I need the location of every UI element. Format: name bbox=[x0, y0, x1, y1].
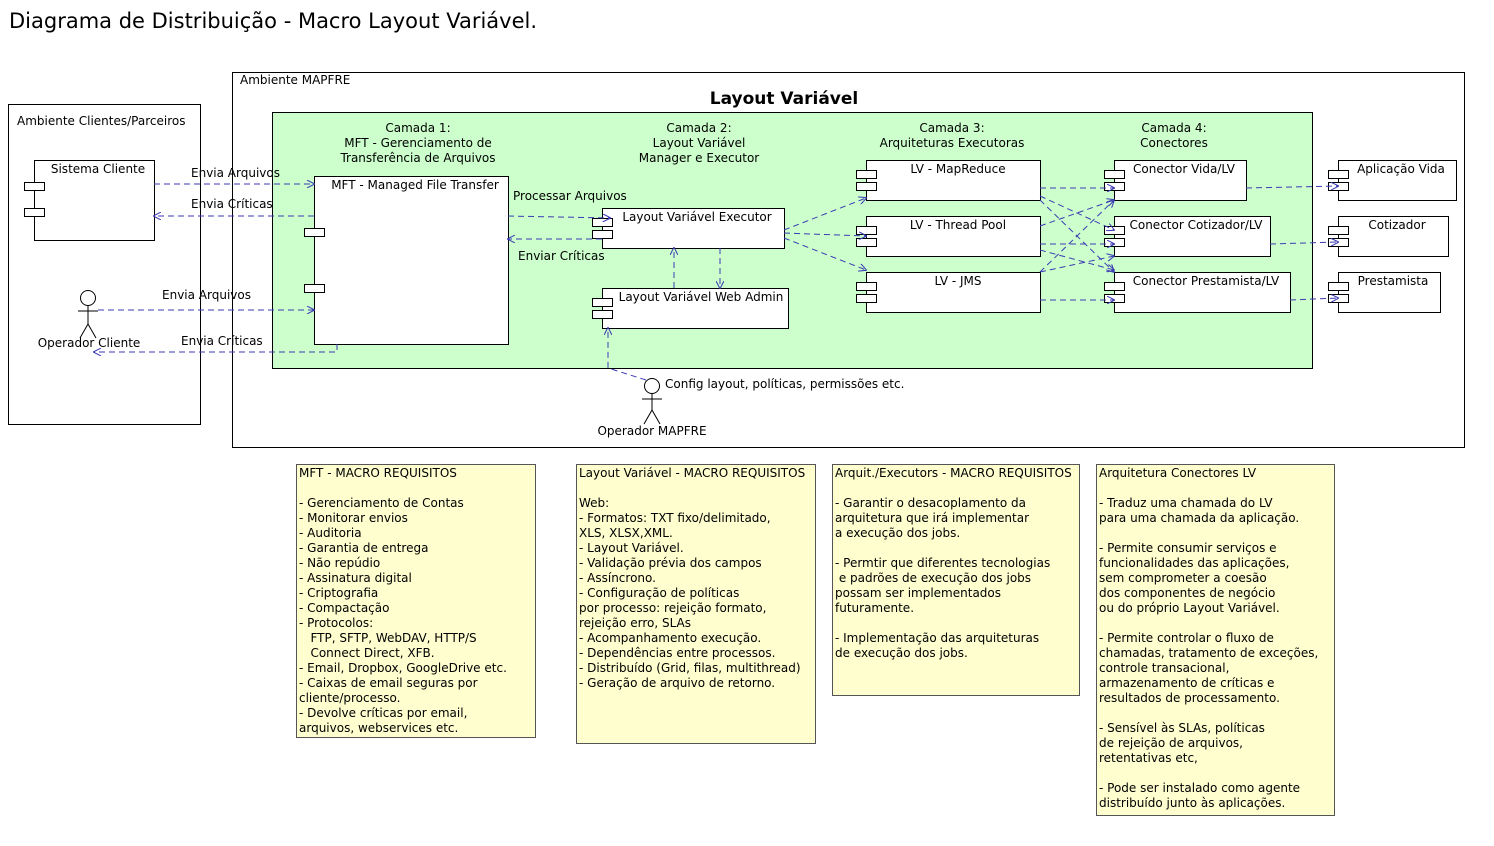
component-sistema-cliente bbox=[24, 160, 155, 241]
component-lv-jms bbox=[856, 272, 1041, 313]
prestamista-label: Prestamista bbox=[1357, 274, 1429, 288]
edge-label-envia-criticas-1: Envia Críticas bbox=[191, 197, 273, 211]
env-clientes-frame bbox=[8, 104, 201, 425]
page-title: Diagrama de Distribuição - Macro Layout … bbox=[9, 9, 538, 33]
edge-executor-to-mapreduce bbox=[783, 198, 866, 231]
aplicacao-vida-label: Aplicação Vida bbox=[1357, 162, 1445, 176]
conector-vida-label: Conector Vida/LV bbox=[1133, 162, 1235, 176]
sistema-cliente-label: Sistema Cliente bbox=[50, 162, 146, 176]
edge-vida-to-aplicacao bbox=[1245, 186, 1338, 188]
edge-label-envia-arquivos-1: Envia Arquivos bbox=[191, 166, 280, 180]
lv-threadpool-label: LV - Thread Pool bbox=[909, 218, 1007, 232]
note-lv-requisitos: Layout Variável - MACRO REQUISITOS Web:-… bbox=[576, 464, 816, 744]
edge-threadpool-to-prestamista bbox=[1039, 249, 1114, 270]
operador-mapfre-label: Operador MAPFRE bbox=[597, 424, 707, 438]
edge-mft-to-operador bbox=[94, 344, 338, 352]
edge-cotizador-to-app bbox=[1269, 242, 1338, 244]
note-arquit-executors: Arquit./Executors - MACRO REQUISITOS - G… bbox=[832, 464, 1080, 696]
edge-jms-to-cotizador bbox=[1039, 256, 1114, 273]
note-mft-requisitos: MFT - MACRO REQUISITOS - Gerenciamento d… bbox=[296, 464, 536, 738]
component-conector-prestamista bbox=[1104, 272, 1291, 313]
edges bbox=[94, 184, 1338, 381]
lv-mapreduce-label: LV - MapReduce bbox=[910, 162, 1006, 176]
edge-label-envia-arquivos-2: Envia Arquivos bbox=[162, 288, 251, 302]
conector-prestamista-label: Conector Prestamista/LV bbox=[1132, 274, 1280, 288]
component-mft bbox=[304, 176, 509, 345]
component-prestamista bbox=[1328, 272, 1441, 313]
edge-label-processar-arquivos: Processar Arquivos bbox=[513, 189, 627, 203]
component-aplicacao-vida bbox=[1328, 160, 1457, 201]
edge-mft-to-executor bbox=[507, 216, 610, 218]
edge-operador-mapfre-to-admin bbox=[608, 328, 647, 381]
layer-3-heading: Camada 3:Arquiteturas Executoras bbox=[879, 121, 1025, 150]
operador-cliente-label: Operador Cliente bbox=[37, 336, 141, 350]
edge-threadpool-to-vida bbox=[1039, 200, 1114, 227]
component-lv-web-admin bbox=[592, 288, 789, 329]
lv-web-admin-label: Layout Variável Web Admin bbox=[618, 290, 784, 304]
edge-label-envia-criticas-2: Envia Críticas bbox=[181, 334, 263, 348]
note-arquitetura-conectores: Arquitetura Conectores LV - Traduz uma c… bbox=[1096, 464, 1335, 816]
component-conector-vida bbox=[1104, 160, 1247, 201]
component-lv-threadpool bbox=[856, 216, 1041, 257]
edge-executor-to-threadpool bbox=[783, 233, 866, 236]
env-clientes-label: Ambiente Clientes/Parceiros bbox=[17, 114, 186, 128]
layer-4-heading: Camada 4:Conectores bbox=[1140, 121, 1208, 150]
edge-executor-to-jms bbox=[783, 237, 866, 270]
layout-variavel-title: Layout Variável bbox=[709, 89, 859, 109]
env-mapfre-label: Ambiente MAPFRE bbox=[240, 73, 351, 87]
edge-label-config: Config layout, políticas, permissões etc… bbox=[665, 377, 905, 391]
cotizador-label: Cotizador bbox=[1368, 218, 1426, 232]
edge-mapreduce-to-cotizador bbox=[1039, 195, 1114, 230]
component-conector-cotizador bbox=[1104, 216, 1271, 257]
actor-operador-cliente-icon bbox=[78, 290, 98, 339]
mft-label: MFT - Managed File Transfer bbox=[331, 178, 499, 192]
conector-cotizador-label: Conector Cotizador/LV bbox=[1129, 218, 1263, 232]
edge-label-enviar-criticas: Enviar Críticas bbox=[518, 249, 605, 263]
lv-executor-label: Layout Variável Executor bbox=[622, 210, 772, 224]
component-lv-executor bbox=[592, 208, 785, 249]
component-lv-mapreduce bbox=[856, 160, 1041, 201]
actor-operador-mapfre-icon bbox=[642, 378, 662, 425]
edge-prestamista-to-app bbox=[1289, 298, 1338, 300]
edge-jms-to-vida bbox=[1039, 200, 1114, 273]
lv-jms-label: LV - JMS bbox=[934, 274, 982, 288]
